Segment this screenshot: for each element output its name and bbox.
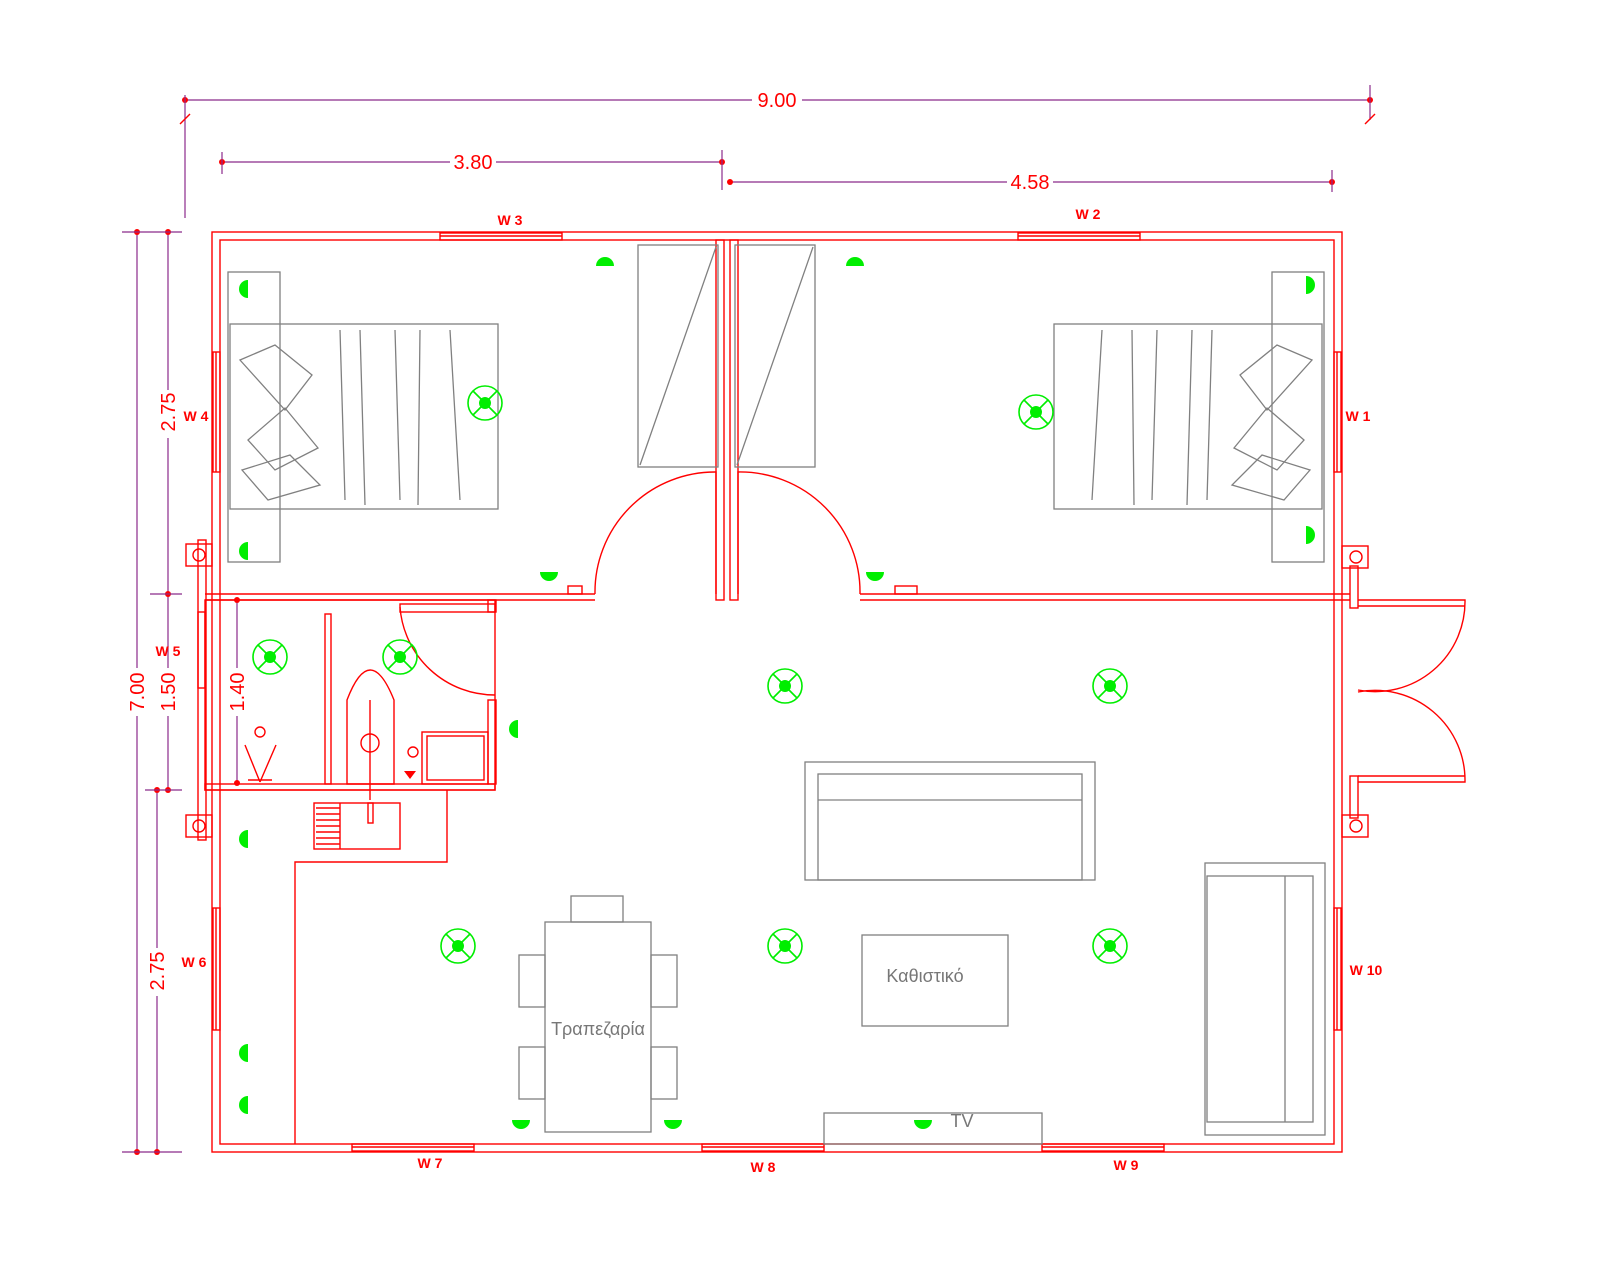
light-icon — [767, 668, 803, 704]
light-icon — [1092, 668, 1128, 704]
dim-bath-inner: 1.40 — [227, 673, 249, 712]
sofa-side — [1204, 862, 1326, 1136]
floor-drain-icon — [254, 726, 266, 738]
dim-left-width: 3.80 — [454, 152, 493, 174]
dining-room-label: Τραπεζαρία — [551, 1019, 645, 1039]
bed-right — [1053, 271, 1325, 563]
living-room-label: Καθιστικό — [886, 966, 963, 986]
sink-icon — [421, 731, 489, 785]
light-icon — [440, 928, 476, 964]
ceiling-lights — [252, 385, 1128, 964]
light-icon — [252, 639, 288, 675]
dining-table — [518, 895, 678, 1133]
window-label-w5: W 5 — [156, 643, 181, 659]
window-label-w10: W 10 — [1350, 962, 1383, 978]
shower-icon — [244, 744, 277, 783]
tv-label: TV — [950, 1111, 973, 1131]
window-label-w7: W 7 — [418, 1155, 443, 1171]
bed-left — [227, 271, 499, 563]
dim-bath-depth: 1.50 — [158, 673, 180, 712]
window-label-w1: W 1 — [1346, 408, 1371, 424]
tv-unit — [823, 1112, 1043, 1145]
furniture: Καθιστικό Τραπεζαρία TV — [227, 244, 1326, 1145]
window-label-w2: W 2 — [1076, 206, 1101, 222]
wardrobe-left — [637, 244, 719, 468]
dim-total-depth: 7.00 — [127, 673, 149, 712]
light-icon — [767, 928, 803, 964]
dim-living-depth: 2.75 — [147, 952, 169, 991]
windows — [197, 232, 1342, 1152]
window-labels: W 1 W 2 W 3 W 4 W 5 W 6 W 7 W 8 W 9 W 10 — [156, 206, 1383, 1175]
bathroom-fixtures — [244, 669, 489, 850]
wardrobe-right — [734, 244, 816, 468]
sofa-main — [804, 761, 1096, 881]
light-icon — [1092, 928, 1128, 964]
dimension-labels: 9.00 3.80 4.58 7.00 2.75 1.50 2.75 1.40 — [125, 88, 1053, 996]
window-label-w8: W 8 — [751, 1159, 776, 1175]
doors — [399, 471, 1466, 783]
dim-bedroom-depth: 2.75 — [158, 393, 180, 432]
light-icon — [1018, 394, 1054, 430]
kitchen-sink — [313, 802, 401, 850]
window-label-w6: W 6 — [182, 954, 207, 970]
dimension-lines — [122, 85, 1376, 1155]
window-label-w3: W 3 — [498, 212, 523, 228]
light-icon — [382, 639, 418, 675]
dim-total-width: 9.00 — [758, 90, 797, 112]
wall-sockets — [239, 257, 1315, 1129]
dim-right-width: 4.58 — [1011, 172, 1050, 194]
toilet-icon — [346, 669, 395, 785]
coffee-table — [861, 934, 1009, 1027]
window-label-w4: W 4 — [184, 408, 209, 424]
light-icon — [467, 385, 503, 421]
window-label-w9: W 9 — [1114, 1157, 1139, 1173]
